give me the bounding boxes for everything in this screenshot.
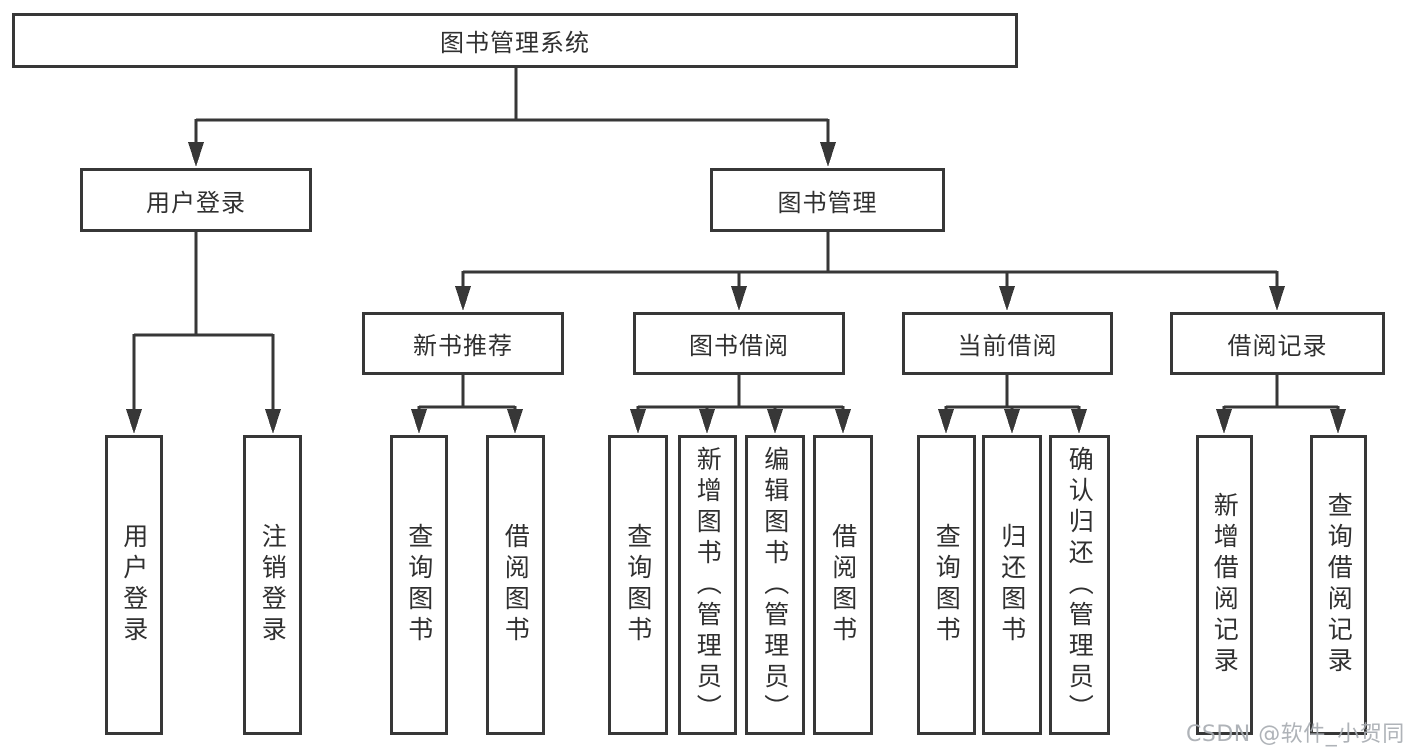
leaf-query-books-borrow: 查询图书: [608, 435, 668, 735]
arrowhead-borrow-records: [1269, 286, 1285, 311]
leaf-query-books-current: 查询图书: [917, 435, 976, 735]
arrowhead-leaf-12: [1216, 409, 1232, 434]
arrowhead-leaf-8: [835, 409, 851, 434]
leaf-query-borrow-record: 查询借阅记录: [1310, 435, 1367, 735]
leaf-confirm-return-admin: 确认归还（管理员）: [1049, 435, 1110, 735]
arrowhead-new-book: [455, 286, 471, 311]
arrowhead-current-borrow: [999, 286, 1015, 311]
csdn-watermark: CSDN @软件_小贺同学: [1186, 722, 1405, 747]
leaf-borrow-books-borrow-label: 借阅图书: [828, 523, 858, 647]
leaf-borrow-books-borrow: 借阅图书: [813, 435, 873, 735]
node-current-borrow: 当前借阅: [902, 312, 1113, 375]
arrowhead-leaf-13: [1330, 409, 1346, 434]
arrowhead-leaf-9: [938, 409, 954, 434]
arrowhead-leaf-3: [411, 409, 427, 434]
node-book-management: 图书管理: [710, 168, 945, 232]
arrowhead-leaf-2: [265, 409, 281, 434]
leaf-add-borrow-record-label: 新增借阅记录: [1210, 492, 1240, 678]
leaf-edit-books-admin: 编辑图书（管理员）: [745, 435, 805, 735]
arrowhead-book-management: [820, 142, 836, 167]
leaf-logout-label: 注销登录: [258, 523, 288, 647]
node-root-label: 图书管理系统: [440, 29, 590, 57]
node-user-login-label: 用户登录: [146, 188, 246, 217]
leaf-user-login: 用户登录: [105, 435, 163, 735]
leaf-query-books-newbooks-label: 查询图书: [404, 523, 434, 647]
leaf-query-borrow-record-label: 查询借阅记录: [1324, 492, 1354, 678]
arrowhead-leaf-7: [767, 409, 783, 434]
arrowhead-leaf-5: [630, 409, 646, 434]
leaf-edit-books-admin-label: 编辑图书（管理员）: [760, 445, 790, 725]
leaf-user-login-label: 用户登录: [119, 523, 149, 647]
node-current-borrow-label: 当前借阅: [957, 332, 1058, 360]
node-new-book-recommend: 新书推荐: [362, 312, 564, 375]
leaf-add-borrow-record: 新增借阅记录: [1196, 435, 1253, 735]
node-book-management-label: 图书管理: [777, 188, 878, 217]
leaf-query-books-borrow-label: 查询图书: [623, 523, 653, 647]
arrowhead-leaf-10: [1004, 409, 1020, 434]
leaf-borrow-books-newbooks: 借阅图书: [486, 435, 545, 735]
arrowhead-user-login: [188, 142, 204, 167]
leaf-query-books-newbooks: 查询图书: [390, 435, 448, 735]
arrowhead-book-borrow: [731, 286, 747, 311]
leaf-return-books: 归还图书: [982, 435, 1042, 735]
leaf-logout: 注销登录: [243, 435, 302, 735]
node-root-library-system: 图书管理系统: [12, 13, 1018, 68]
node-borrow-records: 借阅记录: [1170, 312, 1385, 375]
leaf-query-books-current-label: 查询图书: [932, 523, 962, 647]
arrowhead-leaf-11: [1071, 409, 1087, 434]
node-borrow-records-label: 借阅记录: [1227, 332, 1328, 360]
node-new-book-recommend-label: 新书推荐: [413, 332, 513, 360]
arrowhead-leaf-6: [699, 409, 715, 434]
leaf-add-books-admin: 新增图书（管理员）: [678, 435, 737, 735]
leaf-return-books-label: 归还图书: [997, 523, 1027, 647]
node-book-borrow: 图书借阅: [633, 312, 845, 375]
leaf-borrow-books-newbooks-label: 借阅图书: [501, 523, 531, 647]
leaf-confirm-return-admin-label: 确认归还（管理员）: [1065, 445, 1095, 725]
arrowhead-leaf-1: [126, 409, 142, 434]
node-book-borrow-label: 图书借阅: [689, 332, 789, 360]
arrowhead-leaf-4: [507, 409, 523, 434]
node-user-login: 用户登录: [80, 168, 312, 232]
leaf-add-books-admin-label: 新增图书（管理员）: [693, 445, 723, 725]
